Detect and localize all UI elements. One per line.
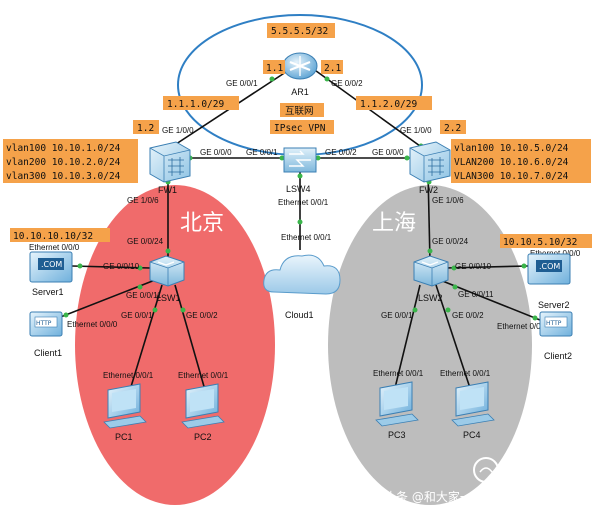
lsw1-port-pc1-label: GE 0/0/1 [121, 311, 153, 320]
switch-lsw1[interactable] [149, 255, 185, 287]
server2-ip-label: 10.10.5.10/32 [503, 237, 577, 248]
fw1-ip-label: 1.2 [137, 123, 154, 134]
server2-badge: .COM [539, 262, 560, 271]
pc3-port-label: Ethernet 0/0/1 [373, 369, 424, 378]
server2-icon[interactable]: .COM [527, 253, 571, 285]
lsw1-port-pc2-label: GE 0/0/2 [186, 311, 218, 320]
lsw4-port-right-label: GE 0/0/2 [325, 148, 357, 157]
link-lsw1-server1 [71, 265, 151, 269]
router-loopback-label: 5.5.5.5/32 [271, 26, 328, 37]
cloud1-name: Cloud1 [285, 310, 314, 320]
firewall-fw1[interactable] [149, 141, 191, 183]
client2-icon[interactable]: HTTP [539, 311, 573, 337]
fw2-port-top-label: GE 1/0/0 [400, 126, 432, 135]
lsw2-port-server-label: GE 0/0/10 [455, 262, 492, 271]
pc3-icon[interactable] [375, 381, 419, 427]
router-port-right-label: GE 0/0/2 [331, 79, 363, 88]
beijing-label: 北京 [180, 211, 224, 236]
client2-name: Client2 [544, 351, 572, 361]
fw2-name: FW2 [419, 185, 438, 195]
server1-badge: .COM [41, 260, 62, 269]
link-lsw2-pc3 [394, 284, 421, 389]
orange-labels: 5.5.5.5/32 1.1 2.1 1.1.1.0/29 1.1.2.0/29… [3, 23, 592, 248]
client2-badge: HTTP [546, 320, 562, 327]
lsw2-port-pc3-label: GE 0/0/1 [381, 311, 413, 320]
client1-port-label: Ethernet 0/0/0 [67, 320, 118, 329]
watermark-logo: 路由器 [473, 457, 539, 483]
client1-name: Client1 [34, 348, 62, 358]
cloud-port-label: Ethernet 0/0/1 [281, 233, 332, 242]
fw2-ip-label: 2.2 [444, 123, 461, 134]
server2-name: Server2 [538, 300, 570, 310]
link-lsw1-pc2 [174, 284, 206, 391]
lsw1-name: LSW1 [156, 293, 181, 303]
pc3-name: PC3 [388, 430, 406, 440]
router-name: AR1 [291, 87, 309, 97]
pc4-icon[interactable] [451, 381, 495, 427]
link-lsw2-server2 [444, 265, 529, 269]
server1-ip-label: 10.10.10.10/32 [13, 231, 93, 242]
fw2-port-down-label: GE 1/0/6 [432, 196, 464, 205]
router-right-ip-label: 2.1 [324, 63, 341, 74]
fw1-vlan-label-3: vlan300 10.10.3.0/24 [6, 171, 121, 182]
watermark-logo-text: 路由器 [503, 464, 539, 479]
pc1-icon[interactable] [103, 383, 147, 429]
fw2-port-left-label: GE 0/0/0 [372, 148, 404, 157]
lsw1-port-client-label: GE 0/0/11 [126, 291, 162, 300]
ipsec-vpn-label: IPsec VPN [274, 123, 326, 134]
lsw1-port-up-label: GE 0/0/24 [127, 237, 164, 246]
link-lsw1-pc1 [129, 284, 163, 391]
server1-port-label: Ethernet 0/0/0 [29, 243, 80, 252]
fw1-vlan-label-2: vlan200 10.10.2.0/24 [6, 157, 121, 168]
wan-left-subnet-label: 1.1.1.0/29 [167, 99, 224, 110]
server1-icon[interactable]: .COM [29, 251, 73, 283]
lsw4-port-left-label: GE 0/0/1 [246, 148, 278, 157]
client1-icon[interactable]: HTTP [29, 311, 63, 337]
lsw2-port-pc4-label: GE 0/0/2 [452, 311, 484, 320]
fw2-vlan-label-3: VLAN300 10.10.7.0/24 [454, 171, 569, 182]
pc2-port-label: Ethernet 0/0/1 [178, 371, 229, 380]
wan-right-subnet-label: 1.1.2.0/29 [360, 99, 417, 110]
lsw1-port-server-label: GE 0/0/10 [103, 262, 140, 271]
firewall-fw2[interactable] [409, 141, 451, 183]
watermark-text: 头条 @和大家一起学路由交换 [384, 489, 544, 504]
link-fw2-lsw2 [427, 171, 431, 263]
internet-label: 互联网 [285, 106, 314, 117]
client1-badge: HTTP [36, 320, 52, 327]
fw1-port-down-label: GE 1/0/6 [127, 196, 159, 205]
shanghai-label: 上海 [372, 211, 416, 236]
pc4-port-label: Ethernet 0/0/1 [440, 369, 491, 378]
client2-port-label: Ethernet 0/0/0 [497, 322, 548, 331]
lsw2-port-up-label: GE 0/0/24 [432, 237, 469, 246]
router-port-left-label: GE 0/0/1 [226, 79, 258, 88]
fw1-port-right-label: GE 0/0/0 [200, 148, 232, 157]
server1-name: Server1 [32, 287, 64, 297]
router-left-ip-label: 1.1 [266, 63, 283, 74]
switch-lsw4[interactable] [283, 147, 317, 173]
cloud1-icon[interactable] [263, 254, 341, 295]
fw1-port-top-label: GE 1/0/0 [162, 126, 194, 135]
lsw4-port-down-label: Ethernet 0/0/1 [278, 198, 329, 207]
pc1-port-label: Ethernet 0/0/1 [103, 371, 154, 380]
pc4-name: PC4 [463, 430, 481, 440]
pc1-name: PC1 [115, 432, 133, 442]
fw1-vlan-label-1: vlan100 10.10.1.0/24 [6, 143, 121, 154]
pc2-icon[interactable] [181, 383, 225, 429]
fw2-vlan-label-2: VLAN200 10.10.6.0/24 [454, 157, 569, 168]
router-ar1[interactable] [282, 52, 318, 80]
lsw2-port-client-label: GE 0/0/11 [458, 290, 494, 299]
fw2-vlan-label-1: vlan100 10.10.5.0/24 [454, 143, 569, 154]
pc2-name: PC2 [194, 432, 212, 442]
lsw4-name: LSW4 [286, 184, 311, 194]
lsw2-name: LSW2 [418, 293, 443, 303]
link-lsw2-pc4 [435, 284, 471, 389]
fw1-name: FW1 [158, 185, 177, 195]
shanghai-site-area [328, 185, 532, 505]
switch-lsw2[interactable] [413, 255, 449, 287]
